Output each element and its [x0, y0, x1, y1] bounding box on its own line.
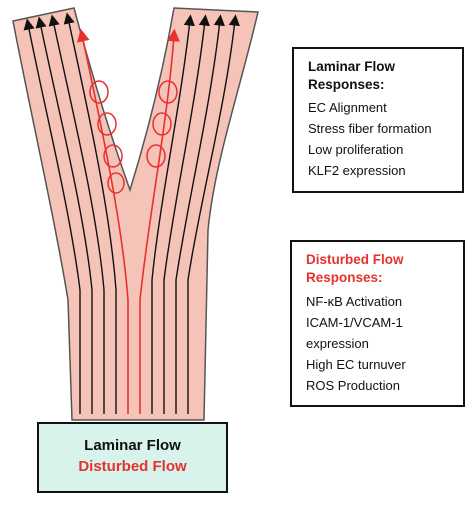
disturbed-box-title-line2: Responses: — [306, 270, 383, 285]
disturbed-response-item: ICAM-1/VCAM-1 — [306, 315, 403, 330]
right-laminar-lines — [151, 14, 240, 414]
eddy-left-1 — [89, 80, 109, 104]
right-flow-line-2 — [163, 14, 210, 414]
laminar-box-title-line1: Laminar Flow — [308, 59, 396, 74]
laminar-response-item: Low proliferation — [308, 142, 404, 157]
legend-laminar-label: Laminar Flow — [84, 437, 181, 454]
vessel-shape — [12, 7, 259, 421]
laminar-responses-box: Laminar Flow Responses: EC Alignment Str… — [292, 47, 464, 193]
disturbed-line-right — [139, 28, 180, 414]
disturbed-response-item: NF-κB Activation — [306, 294, 403, 309]
eddy-right-1 — [158, 80, 178, 104]
laminar-response-item: KLF2 expression — [308, 163, 406, 178]
eddy-left-3 — [103, 144, 123, 168]
eddy-left-4 — [107, 172, 125, 194]
laminar-response-list: EC Alignment Stress fiber formation Low … — [308, 97, 462, 181]
right-flow-line-4 — [187, 14, 240, 414]
left-flow-line-2 — [35, 16, 93, 414]
eddy-left-2 — [97, 112, 117, 136]
disturbed-responses-box: Disturbed Flow Responses: NF-κB Activati… — [290, 240, 465, 407]
eddy-right-3 — [146, 144, 166, 168]
right-eddies — [146, 80, 178, 168]
left-flow-line-4 — [63, 12, 117, 414]
laminar-response-item: EC Alignment — [308, 100, 387, 115]
right-flow-line-1 — [151, 14, 195, 414]
disturbed-response-item: ROS Production — [306, 378, 400, 393]
right-flow-line-3 — [175, 14, 225, 414]
disturbed-box-title-line1: Disturbed Flow — [306, 252, 404, 267]
disturbed-flow-lines — [77, 28, 180, 414]
laminar-response-item: Stress fiber formation — [308, 121, 432, 136]
disturbed-response-item: expression — [306, 336, 369, 351]
laminar-box-title-line2: Responses: — [308, 77, 385, 92]
legend-disturbed-label: Disturbed Flow — [78, 458, 187, 475]
left-flow-line-1 — [23, 18, 81, 414]
legend-box: Laminar Flow Disturbed Flow — [37, 422, 228, 493]
left-flow-line-3 — [48, 14, 105, 414]
left-laminar-lines — [23, 12, 117, 414]
eddy-right-2 — [152, 112, 172, 136]
disturbed-response-item: High EC turnuver — [306, 357, 406, 372]
disturbed-line-left — [77, 28, 129, 414]
disturbed-response-list: NF-κB Activation ICAM-1/VCAM-1 expressio… — [306, 291, 463, 396]
left-eddies — [89, 80, 125, 194]
